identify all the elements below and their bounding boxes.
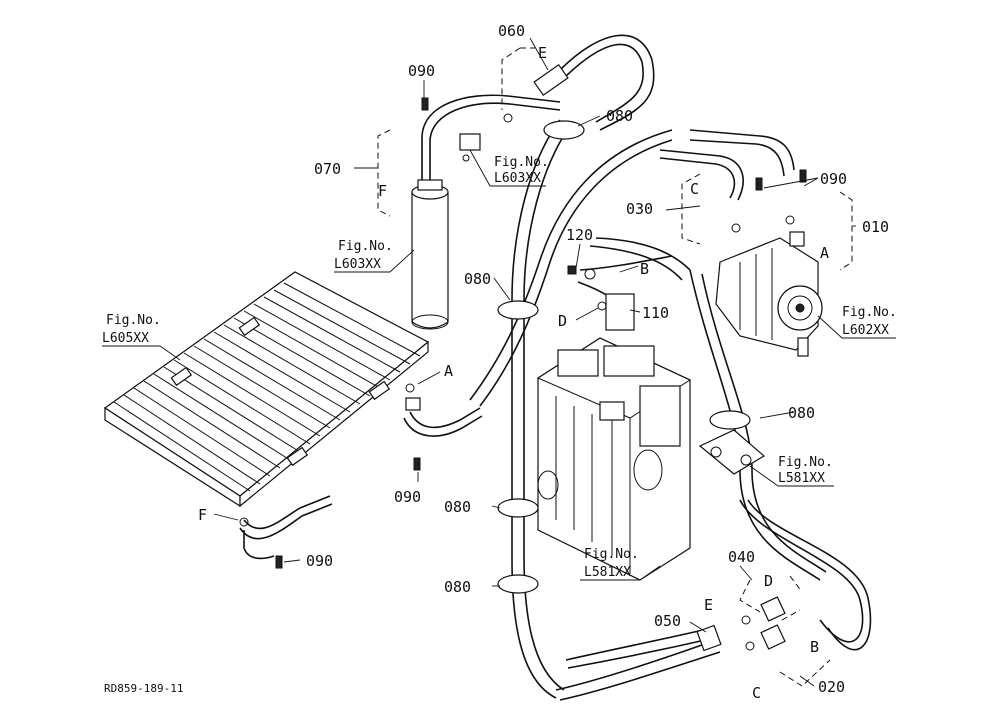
part-number-labels: 060 090 070 080 120 080 110 030 090 010 … [306,22,889,696]
label-030: 030 [626,200,653,218]
letter-b-bottom: B [810,638,819,656]
fig-ref-engine-bottom: L581XX [584,565,631,580]
label-040: 040 [728,548,755,566]
letter-f-bottom: F [198,506,207,524]
letter-c-bottom: C [752,684,761,702]
letter-f-top: F [378,182,387,200]
label-090-condenser: 090 [394,488,421,506]
label-070: 070 [314,160,341,178]
fig-ref-condenser: L605XX [102,331,149,346]
label-090-bottom: 090 [306,552,333,570]
label-050: 050 [654,612,681,630]
receiver-drier [411,179,449,330]
fig-ref-compressor: L602XX [842,323,889,338]
fig-prefix-compressor: Fig.No. [842,305,897,320]
compressor [715,231,823,357]
letter-a-right: A [820,244,829,262]
fig-prefix-engine-right: Fig.No. [778,455,833,470]
label-080-low2: 080 [444,578,471,596]
letter-e-bottom: E [704,596,713,614]
connector-letter-labels: E F C A B D A F D E B C [198,44,829,702]
letter-a-left: A [444,362,453,380]
fig-ref-receiver: L603XX [334,257,381,272]
label-090-top: 090 [408,62,435,80]
label-080-right: 080 [788,404,815,422]
hose-clamps [497,120,766,594]
label-120: 120 [566,226,593,244]
label-110: 110 [642,304,669,322]
label-080-top: 080 [606,107,633,125]
fig-ref-receiver-top: L603XX [494,171,541,186]
group-brackets [377,47,853,687]
figure-references: Fig.No. L603XX Fig.No. L603XX Fig.No. L6… [102,155,897,580]
letter-b-mid: B [640,260,649,278]
letter-d-bottom: D [764,572,773,590]
drawing-code: RD859-189-11 [104,682,183,695]
fig-prefix-condenser: Fig.No. [106,313,161,328]
fig-ref-engine-right: L581XX [778,471,825,486]
label-060: 060 [498,22,525,40]
fittings [239,64,807,652]
fig-prefix-engine-bottom: Fig.No. [584,547,639,562]
label-090-right: 090 [820,170,847,188]
leader-lines [102,37,896,687]
fig-prefix-receiver: Fig.No. [338,239,393,254]
label-020: 020 [818,678,845,696]
condenser-unit [103,271,430,508]
label-080-low1: 080 [444,498,471,516]
letter-d-mid: D [558,312,567,330]
label-080-mid: 080 [464,270,491,288]
label-010: 010 [862,218,889,236]
engine-block [536,337,692,581]
letter-e-top: E [538,44,547,62]
letter-c-top: C [690,180,699,198]
fig-prefix-receiver-top: Fig.No. [494,155,549,170]
